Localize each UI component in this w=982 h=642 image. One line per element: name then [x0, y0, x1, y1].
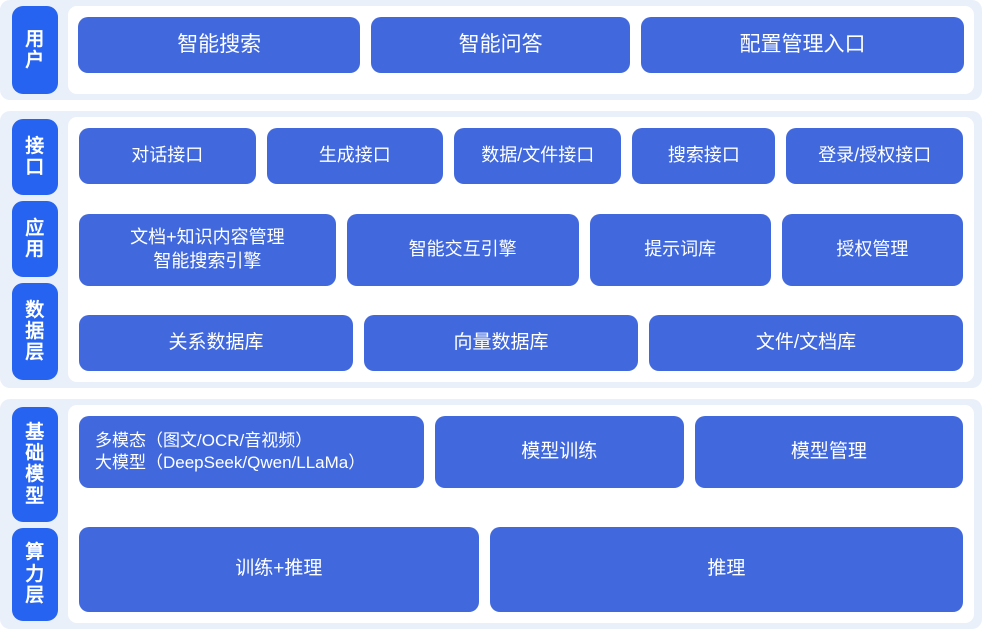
section-base: 基础模型 算力层 多模态（图文/OCR/音视频） 大模型（DeepSeek/Qwe… — [0, 399, 982, 629]
layer-tag-compute[interactable]: 算力层 — [12, 527, 58, 622]
card-label: 提示词库 — [644, 238, 717, 259]
layer-tag-char: 据 — [25, 320, 45, 342]
row-foundation-model: 多模态（图文/OCR/音视频） 大模型（DeepSeek/Qwen/LLaMa） 模… — [79, 416, 963, 488]
layer-tag-foundation-model[interactable]: 基础模型 — [12, 407, 58, 522]
card-label: 智能问答 — [458, 32, 543, 56]
layer-tag-char: 层 — [25, 342, 45, 364]
card-label: 智能搜索引擎 — [153, 250, 262, 271]
layer-tag-data[interactable]: 数据层 — [12, 282, 58, 380]
card-smart-search[interactable]: 智能搜索 — [78, 17, 361, 73]
card-label: 多模态（图文/OCR/音视频） — [95, 430, 313, 450]
card-training-inference[interactable]: 训练+推理 — [79, 527, 479, 612]
card-inference[interactable]: 推理 — [489, 527, 963, 612]
card-label: 搜索接口 — [667, 145, 740, 166]
card-model-training[interactable]: 模型训练 — [434, 416, 684, 488]
card-file-document-store[interactable]: 文件/文档库 — [649, 315, 964, 371]
card-interaction-engine[interactable]: 智能交互引擎 — [346, 213, 579, 286]
card-label: 数据/文件接口 — [481, 145, 595, 166]
card-label: 模型管理 — [790, 440, 867, 462]
row-compute-layer: 训练+推理 推理 — [79, 527, 963, 612]
card-model-management[interactable]: 模型管理 — [694, 416, 963, 488]
panel-base: 多模态（图文/OCR/音视频） 大模型（DeepSeek/Qwen/LLaMa） 模… — [68, 405, 974, 623]
card-data-file-api[interactable]: 数据/文件接口 — [454, 128, 622, 184]
card-label: 推理 — [707, 558, 746, 580]
card-auth-management[interactable]: 授权管理 — [781, 213, 963, 286]
card-label: 智能交互引擎 — [408, 238, 517, 259]
card-login-auth-api[interactable]: 登录/授权接口 — [786, 128, 963, 184]
layer-tag-char: 数 — [25, 299, 45, 321]
layer-tag-char: 基 — [25, 421, 45, 443]
layer-tag-char: 应 — [25, 217, 45, 239]
card-search-api[interactable]: 搜索接口 — [632, 128, 776, 184]
card-label: 文件/文档库 — [755, 331, 857, 353]
layer-tag-char: 础 — [25, 443, 45, 465]
card-config-management-entry[interactable]: 配置管理入口 — [640, 17, 965, 73]
layer-tag-char: 用 — [25, 28, 45, 50]
card-label: 模型训练 — [521, 440, 598, 462]
row-interface: 对话接口 生成接口 数据/文件接口 搜索接口 登录/授权接口 — [79, 128, 963, 184]
card-label: 训练+推理 — [235, 558, 323, 580]
layer-tag-char: 用 — [25, 238, 45, 260]
card-label: 智能搜索 — [177, 32, 262, 56]
layer-tag-char: 口 — [25, 156, 45, 178]
layer-tag-char: 接 — [25, 135, 45, 157]
layer-tag-user[interactable]: 用户 — [12, 6, 58, 94]
card-generation-api[interactable]: 生成接口 — [266, 128, 444, 184]
card-label: 文档+知识内容管理 — [130, 227, 285, 248]
layer-tag-char: 层 — [25, 584, 45, 606]
card-doc-knowledge-search[interactable]: 文档+知识内容管理智能搜索引擎 — [79, 213, 336, 286]
card-label: 登录/授权接口 — [818, 145, 932, 166]
tag-column-middle: 接口 应用 数据层 — [12, 117, 58, 382]
layer-tag-application[interactable]: 应用 — [12, 200, 58, 277]
layer-tag-char: 算 — [25, 542, 45, 564]
layer-tag-char: 户 — [25, 50, 45, 71]
card-relational-database[interactable]: 关系数据库 — [79, 315, 354, 371]
card-label: 关系数据库 — [168, 331, 264, 353]
row-user-entries: 智能搜索 智能问答 配置管理入口 — [78, 17, 965, 73]
layer-tag-interface[interactable]: 接口 — [12, 119, 58, 195]
tag-column-base: 基础模型 算力层 — [12, 405, 58, 623]
card-smart-qa[interactable]: 智能问答 — [371, 17, 630, 73]
card-prompt-library[interactable]: 提示词库 — [589, 213, 771, 286]
card-label: 大模型（DeepSeek/Qwen/LLaMa） — [95, 453, 366, 472]
card-vector-database[interactable]: 向量数据库 — [364, 315, 639, 371]
tag-column-user: 用户 — [12, 6, 58, 94]
layer-tag-char: 模 — [25, 464, 45, 486]
section-middle: 接口 应用 数据层 对话接口 生成接口 数据/文件接口 搜索接口 登录/授权接口 文档+… — [0, 111, 982, 388]
layer-tag-char: 力 — [25, 563, 45, 585]
card-dialog-api[interactable]: 对话接口 — [79, 128, 256, 184]
card-label: 授权管理 — [836, 238, 909, 259]
row-data-layer: 关系数据库 向量数据库 文件/文档库 — [79, 315, 964, 371]
panel-user: 智能搜索 智能问答 配置管理入口 — [68, 6, 974, 94]
card-label: 生成接口 — [318, 145, 391, 166]
card-label: 向量数据库 — [453, 331, 549, 353]
panel-middle: 对话接口 生成接口 数据/文件接口 搜索接口 登录/授权接口 文档+知识内容管理智能搜索… — [68, 117, 974, 382]
layer-tag-char: 型 — [25, 485, 45, 507]
card-multimodal-llm[interactable]: 多模态（图文/OCR/音视频） 大模型（DeepSeek/Qwen/LLaMa） — [79, 416, 424, 488]
section-user: 用户 智能搜索 智能问答 配置管理入口 — [0, 0, 982, 100]
card-label: 配置管理入口 — [739, 32, 866, 56]
card-label: 对话接口 — [131, 145, 204, 166]
row-application: 文档+知识内容管理智能搜索引擎 智能交互引擎 提示词库 授权管理 — [79, 213, 963, 286]
